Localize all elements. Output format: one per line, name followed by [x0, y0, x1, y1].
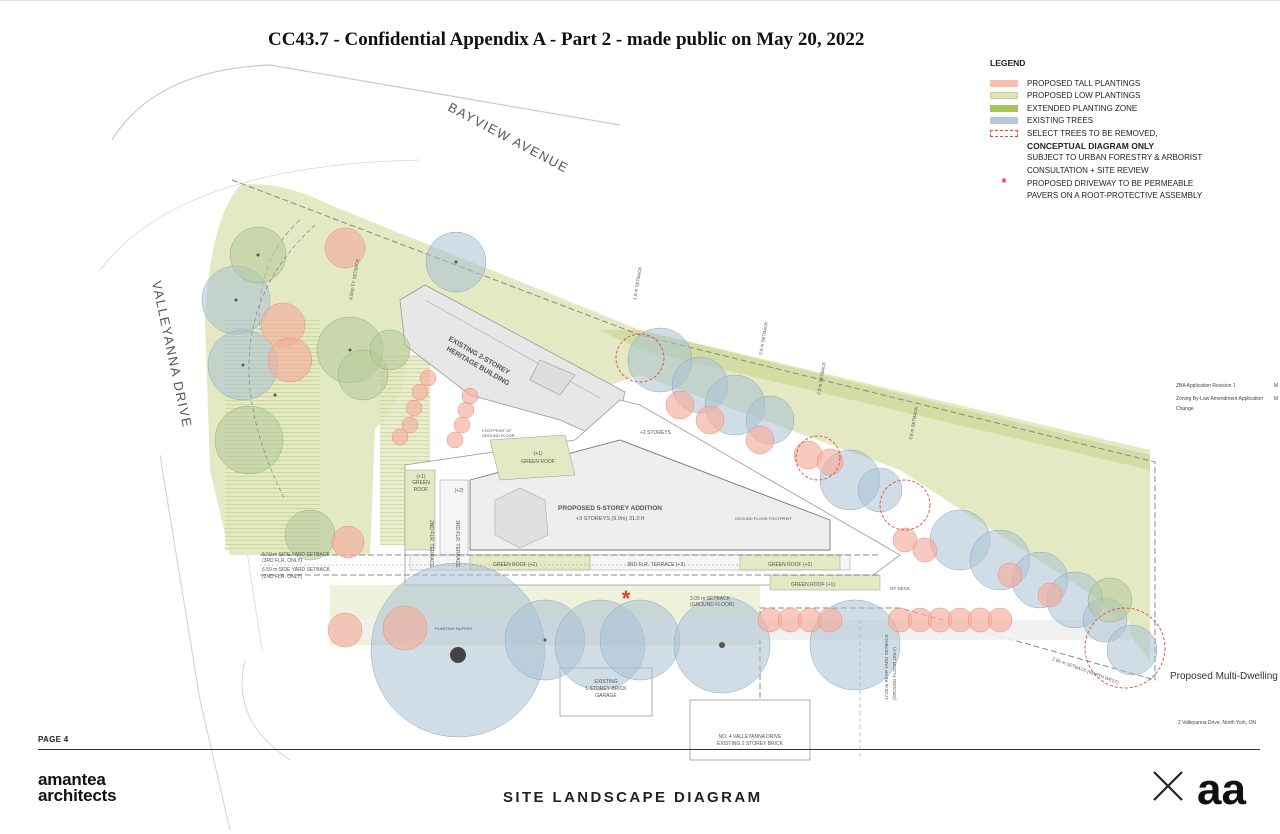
project-name: Proposed Multi-Dwelling D: [1170, 671, 1280, 682]
bayview-curb: [111, 64, 621, 141]
footer-rule: [38, 749, 1260, 750]
legend-note-2: CONSULTATION + SITE REVIEW: [1027, 165, 1149, 175]
legend-title: LEGEND: [990, 58, 1026, 68]
aq-logo-text: aa: [1197, 765, 1246, 810]
legend-item: PROPOSED TALL PLANTINGS: [990, 77, 1220, 90]
tall-planting-swatch: [990, 79, 1018, 87]
extended-planting-swatch: [990, 104, 1018, 112]
legend-label: PROPOSED TALL PLANTINGS: [1027, 78, 1141, 88]
side-setback-2: 6.50 m SIDE YARD SETBACK: [262, 567, 331, 573]
gf-footprint-label: GROUND FLOOR FOOTPRINT: [735, 516, 792, 521]
bayview-avenue-label: BAYVIEW AVENUE: [446, 99, 572, 175]
legend-label: PROPOSED DRIVEWAY TO BE PERMEABLE: [1027, 178, 1194, 188]
neighbor-label-2: EXISTING 2 STOREY BRICK: [717, 741, 784, 747]
aq-logo: aa: [1153, 765, 1246, 810]
legend-item: PROPOSED LOW PLANTINGS: [990, 90, 1220, 103]
addition-label-2: +3 STOREYS (9.0m) 31.0 ft: [576, 516, 645, 522]
h2-label: (+2): [454, 488, 463, 494]
proposed-tall-plantings: [260, 227, 1063, 651]
legend-item: EXISTING TREES: [990, 115, 1220, 128]
trees-to-remove: [615, 333, 1166, 689]
setback-19-label: 1.9 m SETBACK: [632, 266, 643, 300]
neighbor-label-1: NO. 4 VALLEYANNA DRIVE: [719, 734, 783, 740]
two-storeys-label: +2 STOREYS: [640, 430, 672, 436]
legend: LEGEND PROPOSED TALL PLANTINGS PROPOSED …: [990, 58, 1220, 202]
h1-label: (+1): [533, 451, 542, 457]
legend-label: PROPOSED LOW PLANTINGS: [1027, 91, 1141, 101]
asterisk-icon: *: [1001, 175, 1007, 191]
legend-item: EXTENDED PLANTING ZONE: [990, 102, 1220, 115]
permeable-driveway-star: *: [622, 586, 631, 611]
gf-deck-label: GF DECK: [890, 586, 910, 591]
side-setback-1b: (3RD FLR. ONLY): [262, 558, 303, 564]
legend-item: * PROPOSED DRIVEWAY TO BE PERMEABLE: [990, 175, 1220, 191]
trees-removed-swatch: [990, 129, 1018, 137]
terrace-2nd-label: 2ND FLR. TERRACE: [428, 520, 434, 568]
footprint-label-2: GROUND FLOOR: [482, 433, 515, 438]
green-roof-top-label: GREEN ROOF: [521, 459, 555, 465]
green-roof-h1-b-label: GREEN ROOF (+1): [791, 582, 835, 588]
planting-buffer-label: PLANTING BUFFER: [435, 626, 472, 631]
top-border: [0, 0, 1280, 1]
neighbour-house: [689, 699, 811, 761]
garage-label-2: 1 STOREY BRICK: [585, 686, 627, 692]
diagram-title: SITE LANDSCAPE DIAGRAM: [503, 789, 763, 806]
revision-note-2: Zoning By-Law Amendment Application: [1176, 396, 1263, 402]
revision-note-1: ZBA Application Revision 1: [1176, 383, 1236, 389]
revision-note-3: Change: [1176, 406, 1194, 412]
side-setback-2b: (2ND FLR. ONLY): [262, 574, 303, 580]
green-roof-left-label-2: ROOF: [414, 487, 428, 493]
project-address: 2 Valleyanna Drive, North York, ON: [1178, 720, 1257, 726]
low-planting-swatch: [990, 92, 1018, 100]
setback-305-ground-label: (GROUND FLOOR): [690, 602, 735, 608]
existing-trees-swatch: [990, 117, 1018, 125]
revision-note-1-m: M: [1274, 383, 1279, 389]
setback-305-label: 3.05 m SETBACK: [690, 596, 731, 602]
legend-item: SELECT TREES TO BE REMOVED,: [990, 127, 1220, 140]
firm-logo: amantea architects: [38, 770, 117, 805]
legend-label: SELECT TREES TO BE REMOVED,: [1027, 128, 1158, 138]
h1-left-label: (+1): [416, 474, 425, 480]
side-setback-1: 5.50 m SIDE YARD SETBACK: [262, 552, 331, 558]
valleyanna-drive-label: VALLEYANNA DRIVE: [149, 280, 195, 430]
legend-label: EXISTING TREES: [1027, 116, 1094, 126]
page-title: CC43.7 - Confidential Appendix A - Part …: [268, 29, 865, 50]
legend-conceptual-note: CONCEPTUAL DIAGRAM ONLY: [1027, 140, 1155, 151]
legend-driveway-2: PAVERS ON A ROOT-PROTECTIVE ASSEMBLY: [1027, 190, 1203, 200]
rear-yard-setback-label: 17.65 m REAR YARD SETBACK: [884, 634, 889, 700]
setback-59-label: 5.9 m SETBACK: [758, 321, 769, 355]
green-roof-left-label-1: GREEN: [412, 480, 430, 486]
revision-note-2-m: M: [1274, 396, 1279, 402]
garage-label-1: EXISTING: [594, 679, 617, 685]
firm-name-2: architects: [38, 786, 117, 805]
rear-yard-setback-label-2: (GROUND FLOOR ONLY): [892, 647, 897, 700]
legend-note-1: SUBJECT TO URBAN FORESTRY & ARBORIST: [1027, 153, 1203, 162]
page-number: PAGE 4: [38, 735, 69, 744]
green-roof-h2-a-label: GREEN ROOF (+2): [493, 562, 537, 568]
firm-name-1: amantea: [38, 770, 106, 789]
terrace-3rd-label: 3RD FLR. TERRACE (+3): [627, 562, 685, 568]
valleyanna-curb: [159, 454, 231, 831]
garage-label-3: GARAGE: [595, 693, 617, 699]
legend-label: EXTENDED PLANTING ZONE: [1027, 103, 1138, 113]
addition-label-1: PROPOSED 5-STOREY ADDITION: [558, 505, 662, 512]
footprint-label-1: FOOTPRINT OF: [482, 428, 512, 433]
setback-38-label: 3.8 m SETBACK: [908, 406, 919, 440]
setback-28-label: 2.8 m SETBACK: [816, 361, 827, 395]
terrace-3rd-vertical-label: 3RD FLR. TERRACE: [454, 520, 460, 568]
green-roof-h2-b-label: GREEN ROOF (+2): [768, 562, 812, 568]
